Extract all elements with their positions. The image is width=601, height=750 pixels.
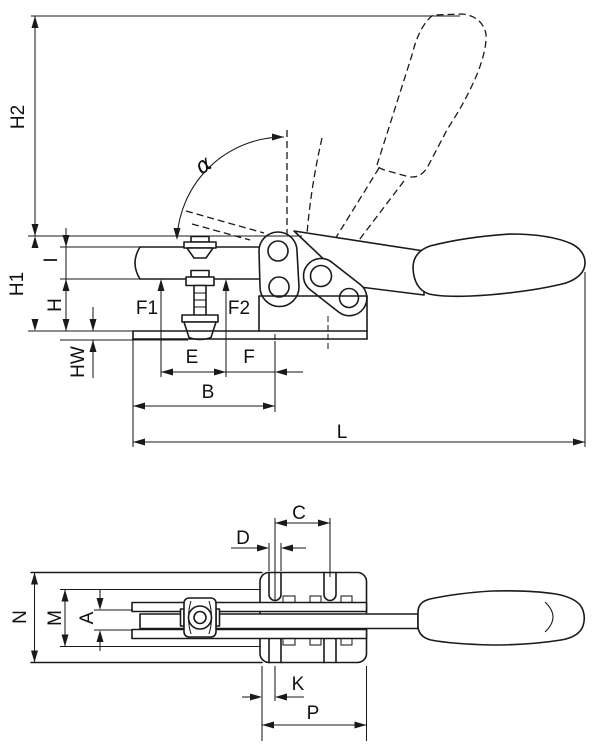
grip-plan [417,590,586,646]
spindle-top-nut [183,241,217,249]
dim-label-h: H [45,298,66,312]
dim-label-n: N [10,610,31,624]
plan-bar [131,590,586,646]
nut-inner-circle [193,610,207,625]
grip-thumb-notch [544,601,554,633]
link-hole-lower [338,287,360,309]
spindle-assembly [181,235,219,341]
plan-view: N M A C D K P [10,503,586,741]
foot-flange [181,314,219,323]
bracket-hole-lower [268,276,290,298]
dim-label-l: L [337,422,348,443]
dim-label-f: F [243,347,255,368]
dim-label-i: I [41,257,62,262]
dim-label-f1: F1 [136,298,158,319]
dim-label-e: E [186,347,199,368]
dim-label-f2: F2 [228,298,250,319]
dim-label-d: D [236,528,250,549]
bar-strip-upper [131,601,368,613]
force-arrow-f2 [222,279,230,291]
side-dimensions [28,15,586,447]
dim-label-p: P [307,703,320,724]
dim-label-c: C [292,503,306,524]
alpha-angle-arc [173,133,285,240]
dim-label-b: B [202,382,215,403]
side-view: H2 H1 I H HW F1 F2 E F B L α [7,13,586,447]
spindle-top-nut-cap [190,235,210,243]
spindle-bottom-nut [185,276,215,287]
spindle-bottom-nut-cap [190,269,210,278]
bar-strip-lower [131,628,368,640]
force-arrow-f1 [157,279,165,291]
dim-label-h2: H2 [8,105,29,129]
plan-dimensions [31,518,368,741]
pivot-linkage [258,231,368,317]
side-view-labels: H2 H1 I H HW F1 F2 E F B L α [7,105,347,443]
handle-raised-dashed [185,13,487,249]
dim-label-m: M [45,610,66,626]
dim-label-k: K [292,674,305,695]
bracket-hole-upper [267,240,289,262]
handle-closed [293,230,586,298]
dim-label-hw: HW [68,346,89,378]
dim-label-h1: H1 [7,272,28,296]
link-hole-upper [309,264,333,288]
handle-grip [412,233,586,298]
dim-label-alpha: α [191,151,218,180]
dim-label-a: A [77,611,98,624]
slot-top-right [323,571,337,602]
plan-view-labels: N M A C D K P [10,503,319,724]
